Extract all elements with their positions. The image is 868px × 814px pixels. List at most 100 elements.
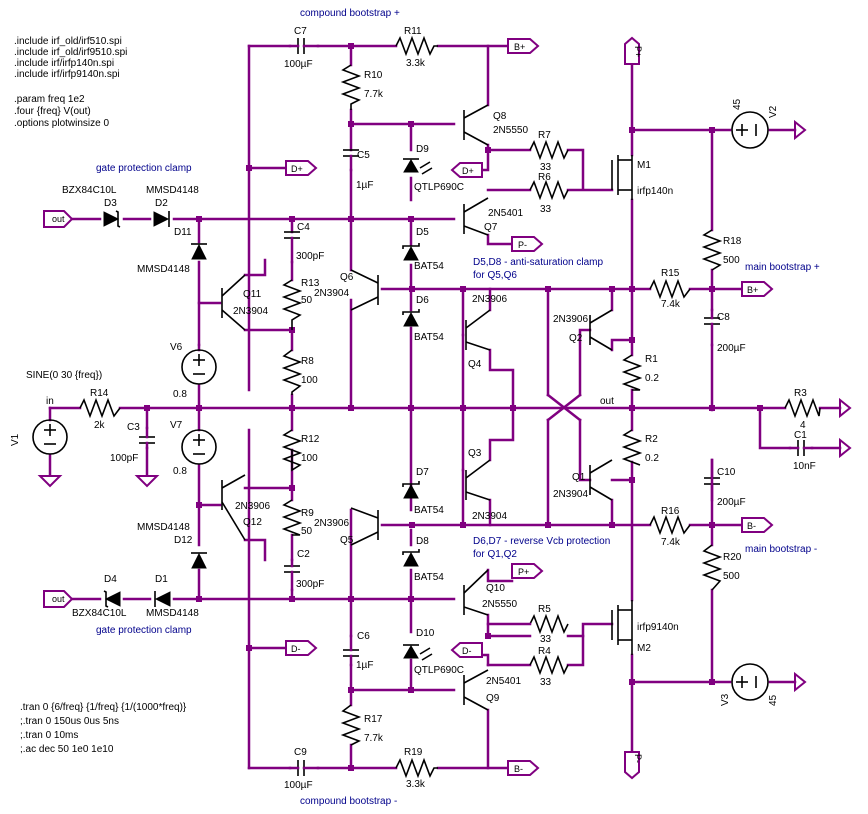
resistor-r9: R9 50 [281, 499, 314, 537]
svg-text:V3: V3 [720, 693, 731, 706]
svg-text:2N5401: 2N5401 [486, 676, 521, 687]
svg-text:2N3906: 2N3906 [314, 518, 349, 529]
svg-text:2N3906: 2N3906 [553, 314, 588, 325]
resistor-r18: R18 500 [701, 229, 742, 271]
resistor-r13: R13 50 [281, 278, 320, 330]
capacitor-c9: C9 100µF [284, 747, 320, 791]
resistor-r4: R4 33 [529, 646, 569, 688]
svg-text:500: 500 [723, 255, 740, 266]
net-label-out: out [600, 396, 614, 407]
zener-diode-d3: D3 BZX84C10L [62, 185, 121, 228]
junctions [144, 43, 763, 771]
svg-text:Q1: Q1 [572, 472, 586, 483]
svg-text:D3: D3 [104, 198, 117, 209]
resistor-r17: R17 7.7k [340, 704, 384, 746]
svg-text:1µF: 1µF [356, 660, 373, 671]
note-reverse-vcb: D6,D7 - reverse Vcb protection [473, 536, 610, 547]
svg-text:irfp140n: irfp140n [637, 186, 673, 197]
svg-text:MMSD4148: MMSD4148 [137, 264, 190, 275]
note-reverse-vcb-2: for Q1,Q2 [473, 549, 517, 560]
led-d10: D10 QTLP690C [403, 628, 464, 676]
port-d-minus-bottom: D- [285, 640, 318, 656]
directive-line: ;.tran 0 150us 0us 5ns [20, 716, 119, 727]
svg-text:P+: P+ [633, 46, 643, 57]
svg-text:D9: D9 [416, 144, 429, 155]
resistor-r1: R1 0.2 [621, 354, 659, 391]
resistor-r19: R19 3.3k [395, 747, 438, 790]
svg-text:Q12: Q12 [243, 517, 262, 528]
directive-line: .include irf/irfp140n.spi [14, 58, 114, 69]
note-gate-protection-bottom: gate protection clamp [96, 625, 192, 636]
svg-text:BAT54: BAT54 [414, 261, 444, 272]
svg-text:D1: D1 [155, 574, 168, 585]
port-b-minus-bottom: B- [507, 760, 540, 776]
svg-text:B+: B+ [514, 42, 525, 52]
port-out-top: out [43, 210, 74, 228]
svg-text:D4: D4 [104, 574, 117, 585]
directive-line: ;.ac dec 50 1e0 1e10 [20, 744, 114, 755]
capacitor-c6: C6 1µF [343, 631, 373, 671]
led-d9: D9 QTLP690C [403, 144, 464, 193]
svg-text:100: 100 [301, 375, 318, 386]
svg-text:R15: R15 [661, 268, 680, 279]
directive-line: .include irf_old/irf9510.spi [14, 47, 127, 58]
port-out-bottom: out [43, 590, 74, 608]
svg-text:C6: C6 [357, 631, 370, 642]
capacitor-c3: C3 100pF [110, 422, 155, 464]
svg-text:R7: R7 [538, 130, 551, 141]
svg-text:R5: R5 [538, 604, 551, 615]
capacitor-c1: C1 10nF [788, 430, 816, 472]
directive-line: .param freq 1e2 [14, 94, 85, 105]
svg-text:0.2: 0.2 [645, 373, 659, 384]
transistor-q3: Q3 2N3904 [465, 448, 507, 522]
svg-text:D+: D+ [462, 166, 474, 176]
svg-text:BZX84C10L: BZX84C10L [62, 185, 117, 196]
svg-text:45: 45 [732, 98, 743, 110]
directive-line: .include irf/irfp9140n.spi [14, 69, 120, 80]
svg-text:R19: R19 [404, 747, 423, 758]
note-anti-saturation: D5,D8 - anti-saturation clamp [473, 257, 603, 268]
resistor-r15: R15 7.4k [649, 268, 691, 310]
transistor-q9: 2N5401 Q9 [463, 669, 521, 711]
svg-text:R12: R12 [301, 434, 320, 445]
voltage-source-v6: V6 0.8 [170, 342, 217, 400]
port-b-minus-main: B- [741, 517, 774, 533]
svg-text:C7: C7 [294, 26, 307, 37]
svg-text:V7: V7 [170, 420, 183, 431]
resistor-r12: R12 100 [281, 429, 320, 472]
diode-d6: D6 BAT54 [402, 295, 444, 343]
svg-text:Q5: Q5 [340, 535, 354, 546]
svg-text:C10: C10 [717, 467, 736, 478]
port-p-plus-top: P+ [624, 36, 643, 65]
svg-text:Q6: Q6 [340, 272, 354, 283]
svg-text:C8: C8 [717, 312, 730, 323]
resistor-r10: R10 7.7k [340, 64, 384, 110]
capacitor-c10: C10 200µF [704, 458, 746, 508]
wires [48, 44, 842, 770]
svg-text:D11: D11 [174, 227, 192, 238]
svg-text:33: 33 [540, 677, 552, 688]
svg-text:2N5550: 2N5550 [482, 599, 517, 610]
resistor-r16: R16 7.4k [649, 506, 691, 548]
svg-text:D12: D12 [174, 535, 193, 546]
svg-text:2N3904: 2N3904 [233, 306, 268, 317]
svg-text:C2: C2 [297, 549, 310, 560]
svg-text:Q8: Q8 [493, 111, 507, 122]
svg-text:B+: B+ [747, 285, 758, 295]
svg-text:C1: C1 [794, 430, 807, 441]
resistor-r11: R11 3.3k [395, 26, 438, 69]
svg-text:C3: C3 [127, 422, 140, 433]
svg-text:R13: R13 [301, 278, 320, 289]
svg-text:BAT54: BAT54 [414, 505, 444, 516]
svg-text:3.3k: 3.3k [406, 58, 426, 69]
diode-d1: D1 MMSD4148 [146, 574, 199, 619]
transistor-q1: Q1 2N3904 [553, 459, 613, 501]
capacitor-c2: C2 300pF [284, 549, 324, 592]
svg-text:2k: 2k [94, 420, 106, 431]
diode-d11: D11 MMSD4148 [137, 227, 207, 275]
svg-text:2N5550: 2N5550 [493, 125, 528, 136]
svg-text:D6: D6 [416, 295, 429, 306]
svg-text:MMSD4148: MMSD4148 [137, 522, 190, 533]
svg-text:QTLP690C: QTLP690C [414, 665, 464, 676]
svg-text:MMSD4148: MMSD4148 [146, 185, 199, 196]
